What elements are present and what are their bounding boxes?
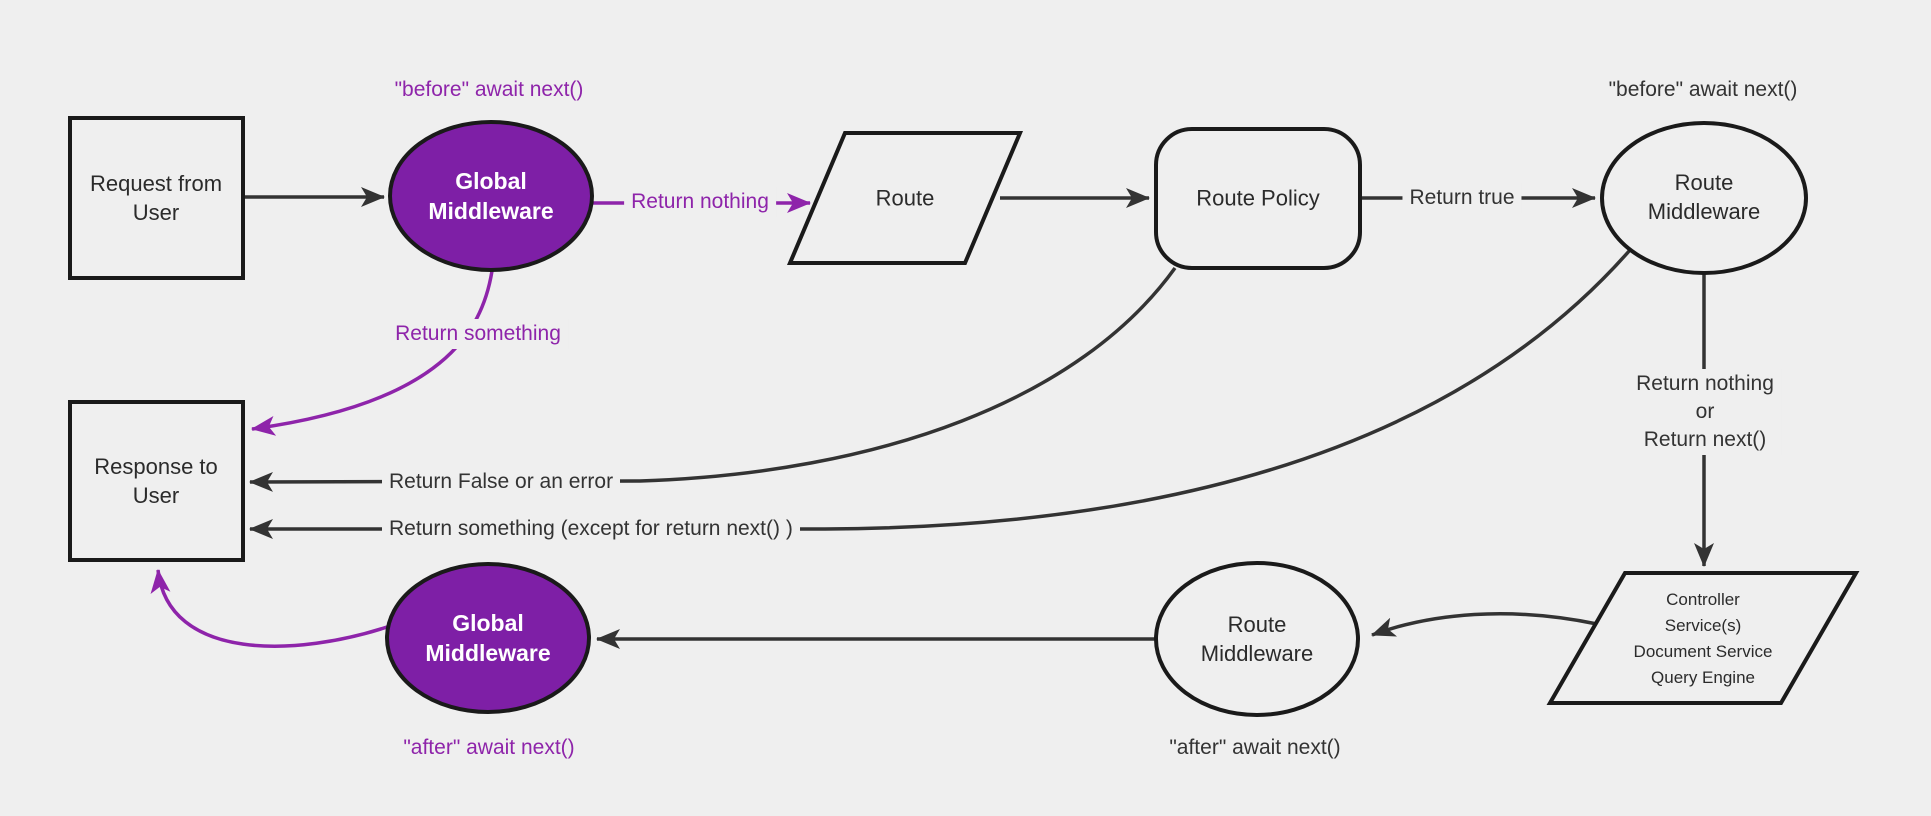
node-global-middleware-top-ellipse xyxy=(388,120,594,272)
edge-label-return-true: Return true xyxy=(1402,183,1522,213)
edge-label-return-something-except: Return something (except for return next… xyxy=(382,514,800,544)
node-route-middleware-bottom-ellipse xyxy=(1154,561,1360,717)
node-label-response: Response to User xyxy=(94,454,218,508)
edge-label-after-await-next-global: "after" await next() xyxy=(403,736,575,759)
edge-route-policy-return-false-to-response xyxy=(249,266,1177,492)
edge-label-return-false-or-error: Return False or an error xyxy=(382,467,621,497)
edge-global-middleware-bottom-to-response xyxy=(150,569,391,648)
edge-label-return-nothing-or-next: Return nothing or Return next() xyxy=(1629,369,1781,455)
node-response-box xyxy=(68,400,245,562)
node-label-route: Route xyxy=(875,185,935,211)
node-label-global-middleware-bottom: Global Middleware xyxy=(425,610,551,666)
node-request-box xyxy=(68,116,245,280)
return-nothing-or-next-line-1: Return nothing xyxy=(1636,372,1774,395)
controller-line-4: Query Engine xyxy=(1651,668,1755,687)
node-route-parallelogram xyxy=(786,131,1024,265)
edge-label-before-await-next-global: "before" await next() xyxy=(394,78,584,101)
edge-global-middleware-return-something-to-response xyxy=(251,270,494,436)
controller-line-1: Controller xyxy=(1666,590,1740,609)
node-label-controller: Controller Service(s) Document Service Q… xyxy=(1634,587,1773,691)
edge-controller-to-route-middleware-bottom xyxy=(1371,612,1598,637)
controller-line-3: Document Service xyxy=(1633,642,1773,661)
node-label-route-middleware-bottom: Route Middleware xyxy=(1200,612,1314,666)
node-route-policy-box xyxy=(1154,127,1362,270)
return-nothing-or-next-line-3: Return next() xyxy=(1643,428,1767,451)
node-label-route-policy: Route Policy xyxy=(1196,185,1320,211)
controller-line-2: Service(s) xyxy=(1664,616,1742,635)
return-nothing-or-next-line-2: or xyxy=(1695,400,1715,423)
node-label-request: Request from User xyxy=(89,171,223,225)
edge-label-before-await-next-route: "before" await next() xyxy=(1608,78,1798,101)
edge-label-after-await-next-route: "after" await next() xyxy=(1169,736,1341,759)
node-label-route-middleware-top: Route Middleware xyxy=(1647,170,1761,224)
edge-label-return-something: Return something xyxy=(388,319,568,349)
node-global-middleware-bottom-ellipse xyxy=(385,562,591,714)
edge-label-return-nothing: Return nothing xyxy=(624,187,776,217)
edge-route-middleware-return-something-to-response xyxy=(249,248,1632,539)
node-route-middleware-top-ellipse xyxy=(1600,121,1808,275)
node-label-global-middleware-top: Global Middleware xyxy=(428,168,554,224)
node-controller-parallelogram xyxy=(1546,571,1860,705)
